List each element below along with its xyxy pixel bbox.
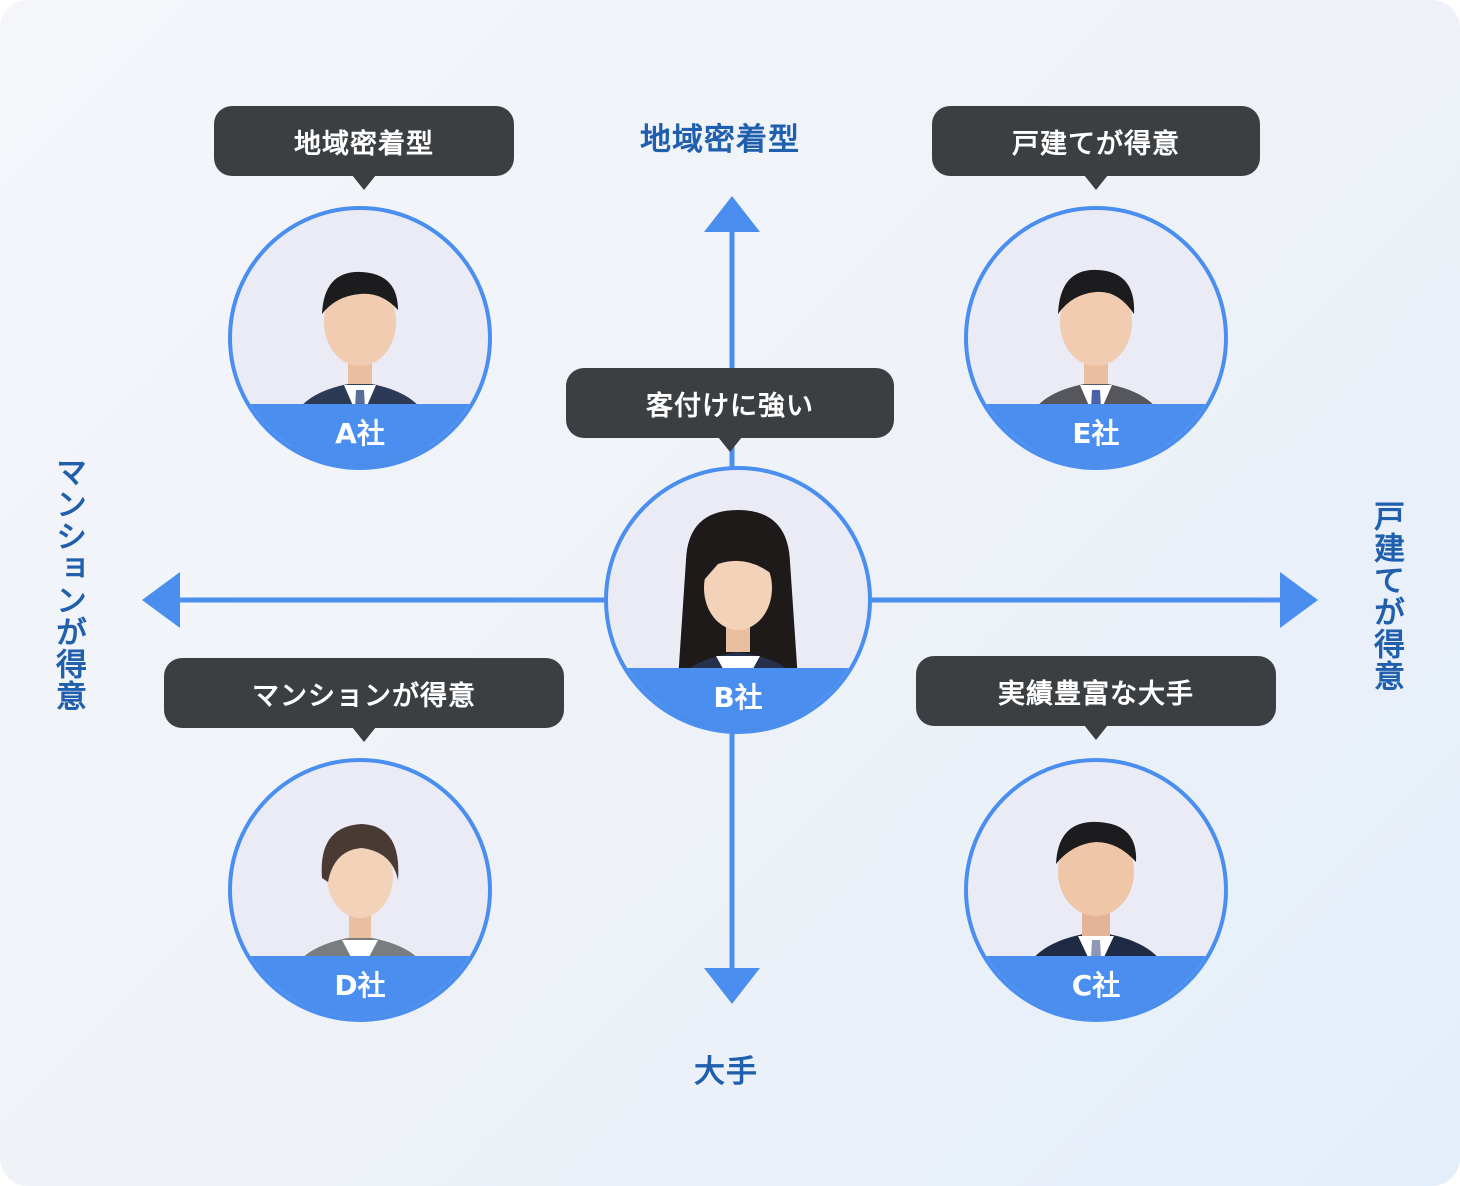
company-e-feature-bubble: 戸建てが得意	[932, 106, 1260, 176]
axis-label-bottom: 大手	[694, 1054, 758, 1090]
company-a-card[interactable]: A社	[228, 206, 492, 470]
man-portrait-icon	[292, 271, 428, 466]
company-b-name: B社	[608, 668, 868, 730]
arrow-left-icon	[142, 572, 180, 628]
company-b-card[interactable]: B社	[604, 466, 872, 734]
company-e-name: E社	[968, 404, 1224, 466]
company-d-feature-bubble: マンションが得意	[164, 658, 564, 728]
arrow-right-icon	[1280, 572, 1318, 628]
company-d-card[interactable]: D社	[228, 758, 492, 1022]
axis-label-right: 戸建てが得意	[1368, 500, 1404, 692]
company-a-name: A社	[232, 404, 488, 466]
arrow-down-icon	[704, 968, 760, 1004]
axis-label-top: 地域密着型	[640, 122, 800, 158]
company-e-card[interactable]: E社	[964, 206, 1228, 470]
company-c-name: C社	[968, 956, 1224, 1018]
company-d-name: D社	[232, 956, 488, 1018]
company-a-feature-bubble: 地域密着型	[214, 106, 514, 176]
company-b-feature-bubble: 客付けに強い	[566, 368, 894, 438]
arrow-up-icon	[704, 196, 760, 232]
company-c-feature-bubble: 実績豊富な大手	[916, 656, 1276, 726]
company-c-card[interactable]: C社	[964, 758, 1228, 1022]
axis-label-left: マンションが得意	[50, 456, 86, 712]
